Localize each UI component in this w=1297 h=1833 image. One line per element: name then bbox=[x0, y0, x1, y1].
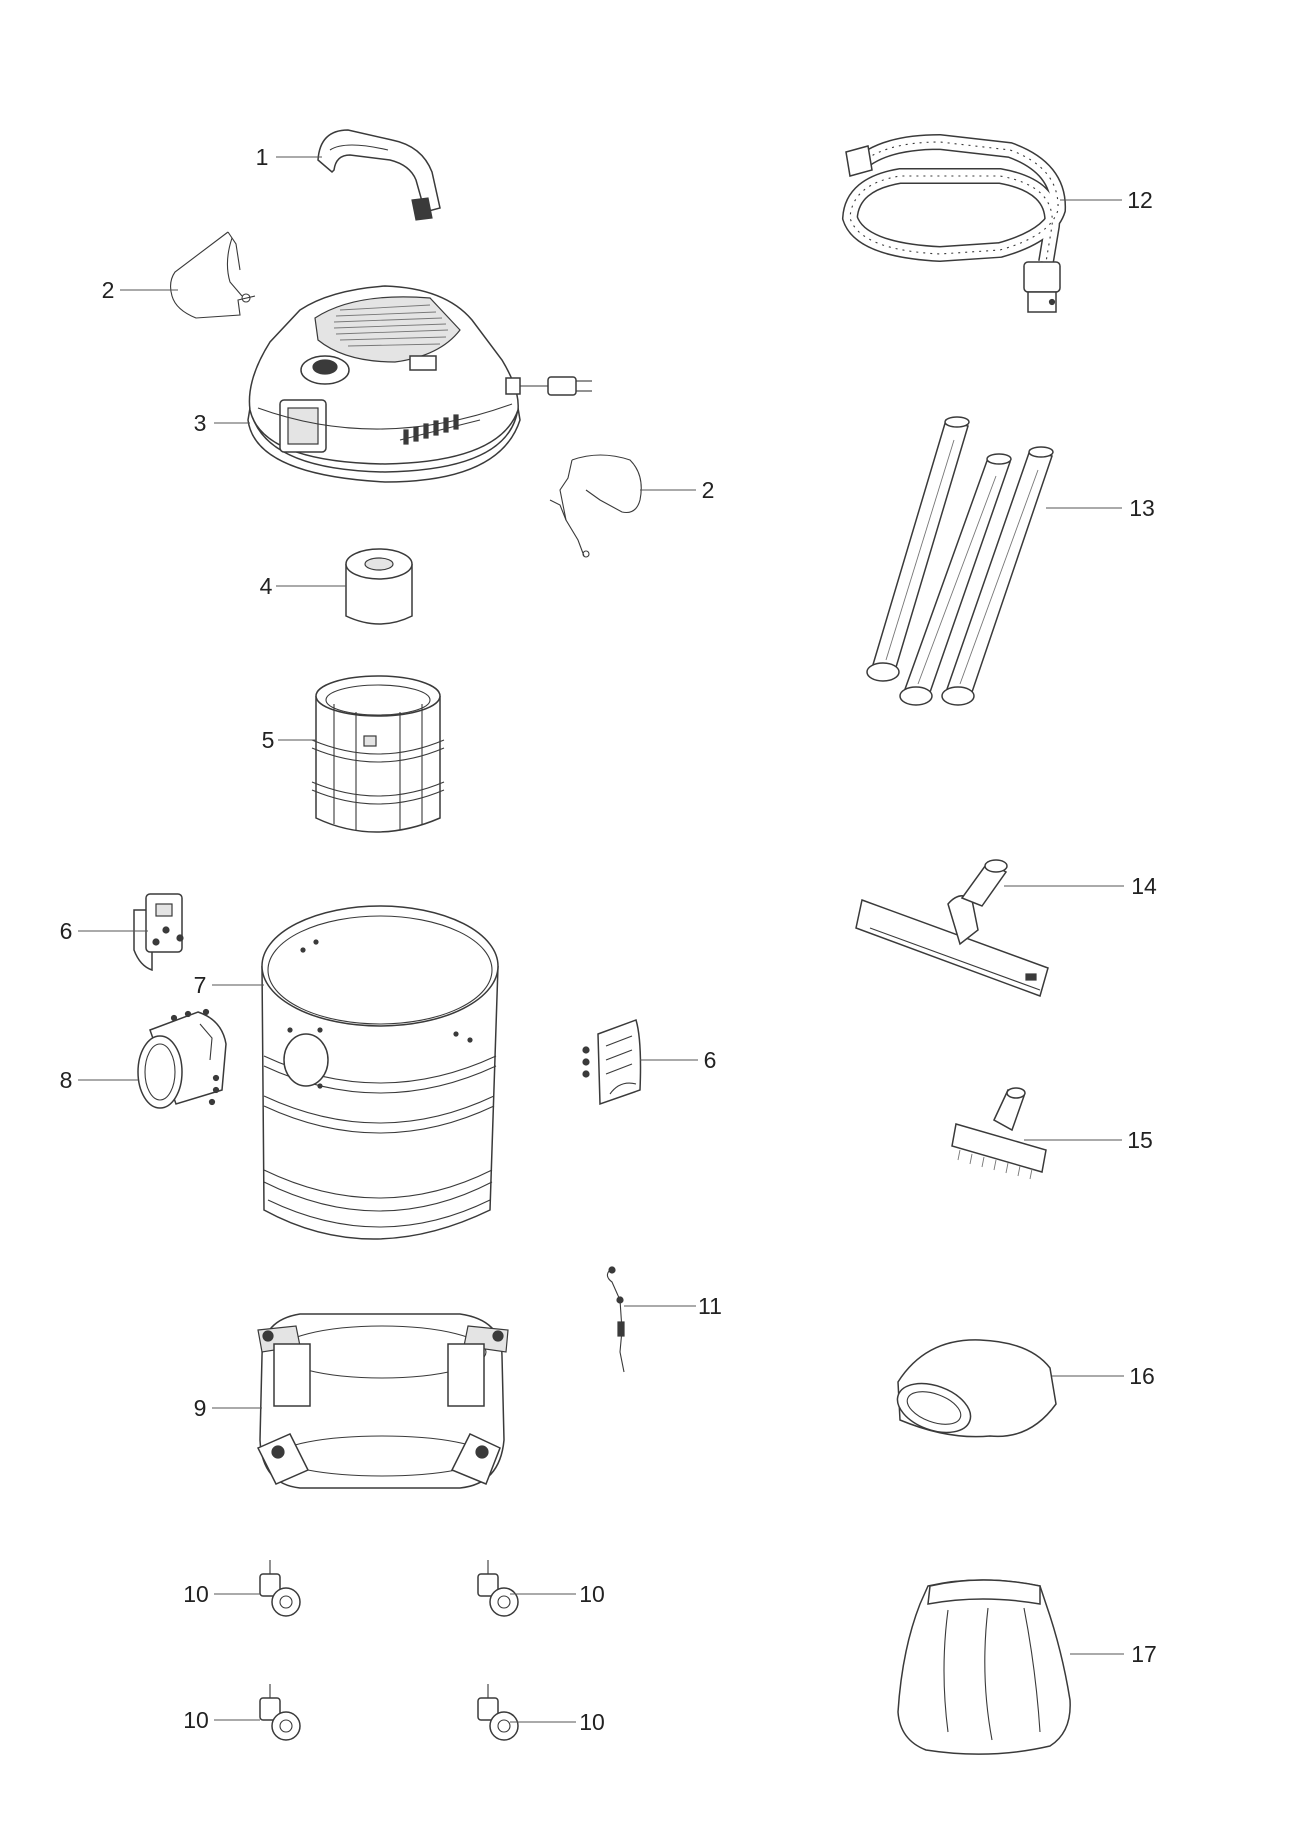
callout-10-c: 10 bbox=[183, 1707, 209, 1733]
leader-lines bbox=[78, 156, 1124, 1723]
callout-12: 12 bbox=[1127, 187, 1153, 213]
callout-10-a: 10 bbox=[183, 1581, 209, 1607]
callout-16: 16 bbox=[1129, 1363, 1155, 1389]
callout-1: 1 bbox=[256, 144, 269, 170]
part-6-latch-right bbox=[582, 1019, 642, 1106]
callout-8: 8 bbox=[60, 1067, 73, 1093]
part-15-brush-nozzle bbox=[951, 1087, 1047, 1180]
callout-10-d: 10 bbox=[579, 1709, 605, 1735]
callout-4: 4 bbox=[260, 573, 273, 599]
callout-2-left: 2 bbox=[102, 277, 115, 303]
part-11-tether bbox=[606, 1266, 625, 1373]
callout-9: 9 bbox=[194, 1395, 207, 1421]
callout-15: 15 bbox=[1127, 1127, 1153, 1153]
callout-5: 5 bbox=[262, 727, 275, 753]
part-14-floor-nozzle bbox=[855, 859, 1049, 997]
part-13-wands bbox=[866, 416, 1054, 706]
callout-11: 11 bbox=[698, 1293, 722, 1319]
part-4-filter bbox=[345, 548, 413, 625]
part-6-latch-left bbox=[133, 893, 184, 972]
part-3-motor-head bbox=[247, 285, 592, 483]
part-16-filter-sleeve bbox=[896, 1339, 1057, 1438]
part-5-filter-cage bbox=[311, 675, 445, 833]
callout-14: 14 bbox=[1131, 873, 1157, 899]
part-10-caster-b bbox=[477, 1560, 519, 1617]
callout-17: 17 bbox=[1131, 1641, 1157, 1667]
callout-2-right: 2 bbox=[702, 477, 715, 503]
part-12-hose bbox=[841, 133, 1067, 313]
part-10-caster-a bbox=[259, 1560, 301, 1617]
callout-labels: 1 2 2 3 4 5 6 6 7 8 9 10 10 10 10 11 12 … bbox=[60, 144, 1157, 1735]
part-7-drum bbox=[261, 905, 499, 1240]
callout-6-right: 6 bbox=[704, 1047, 717, 1073]
callout-13: 13 bbox=[1129, 495, 1155, 521]
callout-3: 3 bbox=[194, 410, 207, 436]
part-1-handle bbox=[317, 129, 441, 221]
callout-6-left: 6 bbox=[60, 918, 73, 944]
part-10-caster-d bbox=[477, 1684, 519, 1741]
part-10-caster-c bbox=[259, 1684, 301, 1741]
part-9-base bbox=[256, 1313, 509, 1489]
callout-10-b: 10 bbox=[579, 1581, 605, 1607]
part-8-inlet bbox=[137, 1008, 227, 1109]
part-2-clip-left bbox=[169, 231, 256, 319]
part-2-clip-right bbox=[549, 454, 642, 558]
callout-7: 7 bbox=[194, 972, 207, 998]
part-17-dust-bag bbox=[897, 1579, 1071, 1755]
